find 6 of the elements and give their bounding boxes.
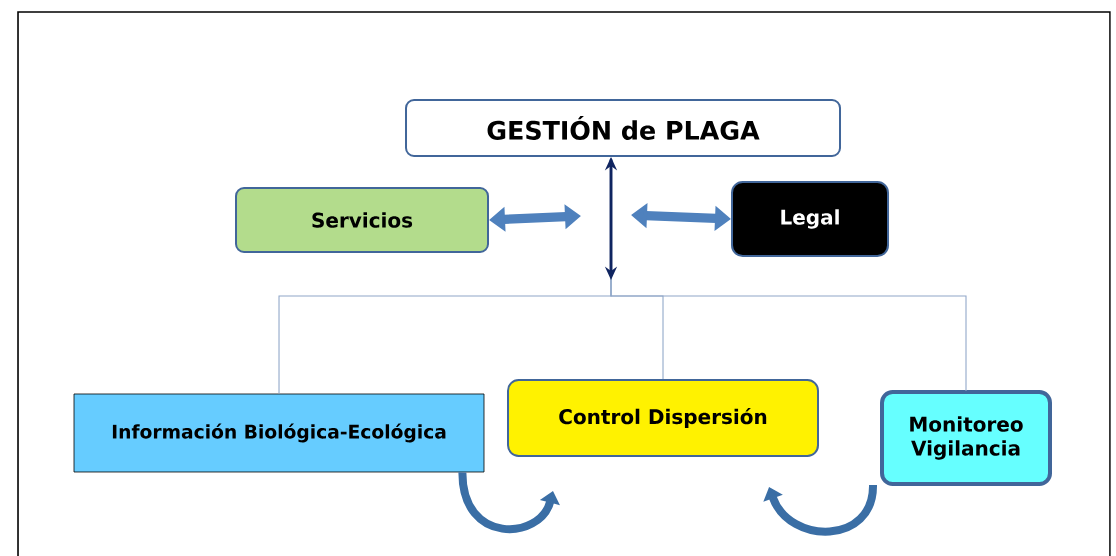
process-box: Información Biológica-Ecológica [73,393,485,473]
process-box: Control Dispersión [507,379,819,457]
process-box: Servicios [235,187,489,253]
process-box: Monitoreo Vigilancia [880,390,1052,486]
process-box: Legal [731,181,889,257]
title-box: GESTIÓN de PLAGA [405,99,841,157]
